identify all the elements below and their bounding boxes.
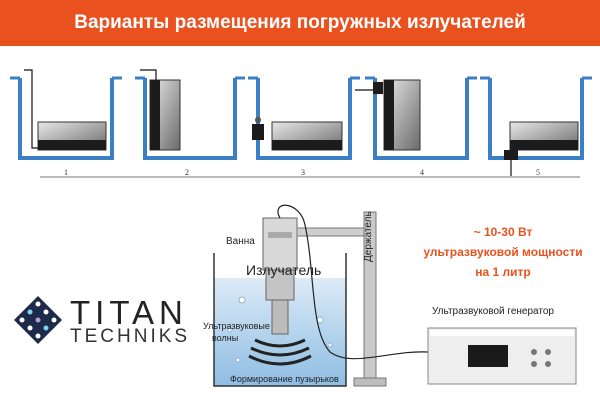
generator-device [427, 327, 577, 385]
title-banner [0, 0, 600, 46]
variant-number-2: 2 [185, 168, 189, 177]
power-line-3: на 1 литр [475, 265, 531, 279]
waves-label-line2: волны [212, 333, 239, 343]
holder-label: Держатель [363, 211, 374, 262]
power-note: ~ 10-30 Вт ультразвуковой мощности на 1 … [418, 222, 588, 282]
power-line-2: ультразвуковой мощности [423, 245, 583, 259]
tank-variant-3 [248, 76, 360, 160]
tank-variant-5 [480, 76, 592, 176]
power-line-1: ~ 10-30 Вт [473, 225, 533, 239]
variant-number-5: 5 [536, 168, 540, 177]
generator-label: Ультразвуковой генератор [432, 306, 554, 317]
tank-variant-4 [355, 76, 477, 160]
bath-label: Ванна [226, 236, 255, 247]
titan-logo-mark [14, 296, 62, 344]
cable [277, 204, 429, 360]
variant-number-3: 3 [301, 168, 305, 177]
bath-schematic [213, 217, 347, 387]
emitter-label: Излучатель [246, 262, 322, 278]
tank-variant-2 [135, 69, 245, 160]
bubbles-label: Формирование пузырьков [230, 374, 339, 384]
variant-number-4: 4 [420, 168, 424, 177]
logo-word-titan: TITAN [70, 294, 188, 331]
variant-number-1: 1 [64, 168, 68, 177]
waves-label-line1: Ультразвуковые [203, 321, 270, 331]
page-title: Варианты размещения погружных излучателе… [74, 12, 526, 33]
holder-post [296, 211, 387, 387]
tank-variant-1 [10, 69, 122, 160]
logo-word-techniks: TECHNIKS [70, 326, 191, 347]
